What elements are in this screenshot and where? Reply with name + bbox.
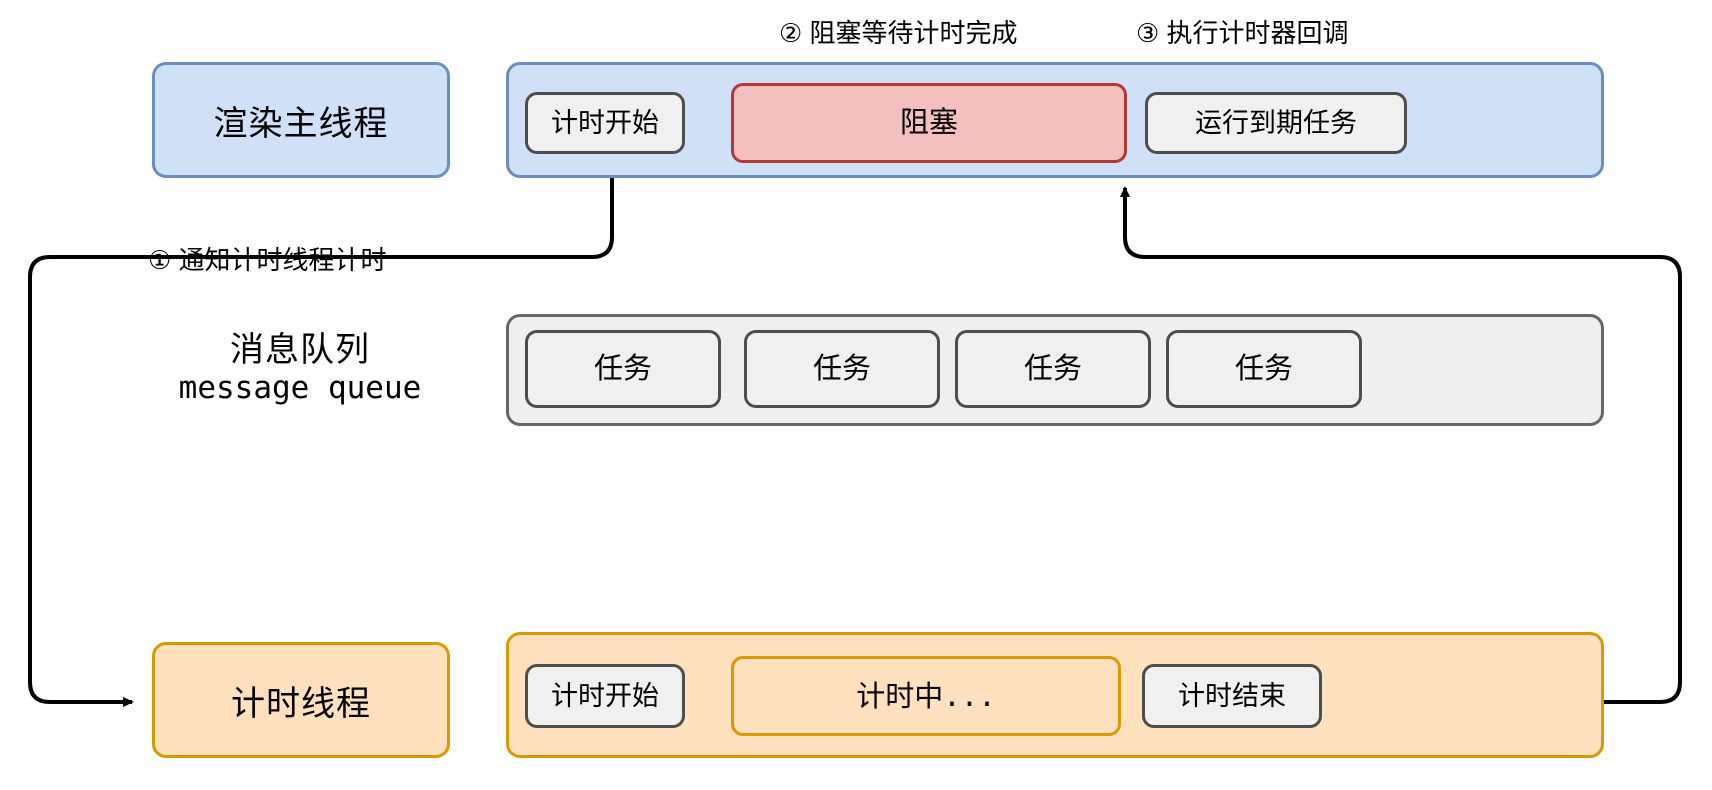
- block-task-1[interactable]: 任务: [525, 330, 721, 408]
- block-timing-start[interactable]: 计时开始: [525, 664, 685, 728]
- lane-title-message-queue-en: message queue: [178, 370, 422, 407]
- block-timing-running[interactable]: 计时中...: [731, 656, 1121, 736]
- lane-label-message-queue: 消息队列 message queue: [130, 330, 470, 407]
- block-task-4[interactable]: 任务: [1166, 330, 1362, 408]
- block-timer-start-label: 计时开始: [551, 107, 659, 138]
- block-task-3[interactable]: 任务: [955, 330, 1151, 408]
- annotation-step-2: ② 阻塞等待计时完成: [779, 18, 1018, 48]
- wire-timer-done-callback: [1120, 186, 1682, 704]
- block-timing-start-label: 计时开始: [551, 680, 659, 711]
- block-task-2-label: 任务: [812, 352, 871, 385]
- lane-label-main-thread: 渲染主线程: [152, 62, 450, 178]
- lane-label-timer-thread: 计时线程: [152, 642, 450, 758]
- block-timing-end-label: 计时结束: [1178, 680, 1286, 711]
- block-run-due-task-label: 运行到期任务: [1195, 107, 1357, 138]
- annotation-step-1: ① 通知计时线程计时: [148, 245, 387, 275]
- block-run-due-task[interactable]: 运行到期任务: [1145, 92, 1407, 154]
- lane-title-main-thread: 渲染主线程: [213, 104, 389, 143]
- block-timing-end[interactable]: 计时结束: [1142, 664, 1322, 728]
- block-timer-start[interactable]: 计时开始: [525, 92, 685, 154]
- block-task-3-label: 任务: [1023, 352, 1082, 385]
- annotation-step-3: ③ 执行计时器回调: [1136, 18, 1349, 48]
- block-task-1-label: 任务: [593, 352, 652, 385]
- block-blocked[interactable]: 阻塞: [731, 83, 1127, 163]
- block-task-4-label: 任务: [1234, 352, 1293, 385]
- block-task-2[interactable]: 任务: [744, 330, 940, 408]
- block-timing-running-label: 计时中...: [856, 678, 996, 713]
- lane-title-message-queue-cn: 消息队列: [230, 331, 370, 369]
- lane-title-timer-thread: 计时线程: [231, 684, 371, 723]
- block-blocked-label: 阻塞: [899, 106, 958, 139]
